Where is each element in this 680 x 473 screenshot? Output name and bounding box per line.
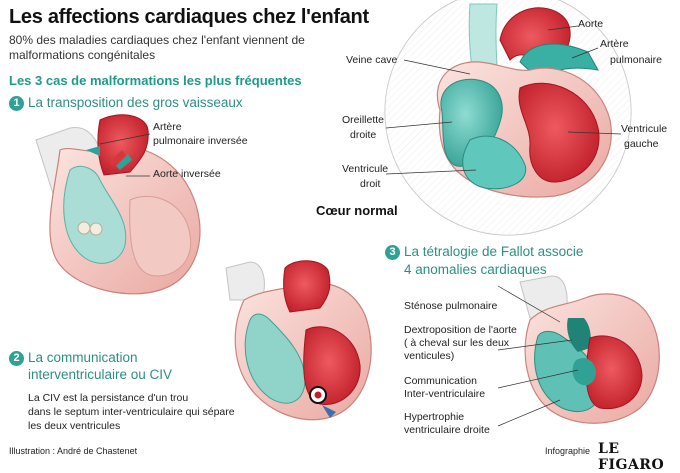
label-hypertrophie-line2: ventriculaire droite bbox=[404, 424, 490, 436]
case2-heart-illustration bbox=[225, 260, 372, 421]
label-communication-line1: Communication bbox=[404, 375, 477, 387]
label-artere-inversee-line2: pulmonaire inversée bbox=[153, 135, 248, 147]
case3-title: 3 La tétralogie de Fallot associe bbox=[385, 244, 583, 260]
case1-title-text: La transposition des gros vaisseaux bbox=[28, 95, 243, 110]
label-dextroposition-line3: venticules) bbox=[404, 350, 455, 362]
case2-number: 2 bbox=[9, 351, 24, 366]
case2-description-line1: La CIV est la persistance d'un trou bbox=[28, 392, 189, 404]
normal-heart-caption: Cœur normal bbox=[316, 203, 398, 218]
case1-number: 1 bbox=[9, 96, 24, 111]
case3-title-line2: 4 anomalies cardiaques bbox=[404, 262, 547, 277]
normal-heart-illustration bbox=[384, 0, 632, 236]
label-aorte-inversee: Aorte inversée bbox=[153, 168, 221, 180]
case2-title-line1: La communication bbox=[28, 350, 138, 365]
case3-title-line1: La tétralogie de Fallot associe bbox=[404, 244, 584, 259]
page-subtitle: 80% des maladies cardiaques chez l'enfan… bbox=[9, 33, 305, 62]
case2-description-line2: dans le septum inter-ventriculaire qui s… bbox=[28, 406, 235, 418]
case3-heart-illustration bbox=[519, 275, 660, 424]
label-ventricule-gauche-line2: gauche bbox=[624, 138, 659, 150]
case2-description-line3: les deux ventricules bbox=[28, 420, 121, 432]
case2-title: 2 La communication bbox=[9, 350, 138, 366]
label-dextroposition-line1: Dextroposition de l'aorte bbox=[404, 324, 517, 336]
label-artere-pulmonaire-line2: pulmonaire bbox=[610, 54, 662, 66]
label-aorte: Aorte bbox=[578, 18, 604, 30]
illustration-credit: Illustration : André de Chastenet bbox=[9, 446, 138, 456]
label-communication-line2: Inter-ventriculaire bbox=[404, 388, 486, 400]
label-oreillette-line2: droite bbox=[350, 129, 377, 141]
section-title: Les 3 cas de malformations les plus fréq… bbox=[9, 73, 302, 88]
label-dextroposition-line2: ( à cheval sur les deux bbox=[404, 337, 510, 349]
case1-heart-illustration bbox=[35, 114, 201, 295]
label-artere-inversee-line1: Artère bbox=[153, 121, 182, 133]
leader-lines bbox=[99, 25, 622, 427]
label-ventricule-droit-line1: Ventricule bbox=[342, 163, 389, 175]
label-ventricule-gauche-line1: Ventricule bbox=[621, 123, 668, 135]
label-ventricule-droit-line2: droit bbox=[360, 178, 381, 190]
page-title: Les affections cardiaques chez l'enfant bbox=[9, 6, 369, 28]
label-stenose-pulmonaire: Sténose pulmonaire bbox=[404, 300, 498, 312]
case1-title: 1 La transposition des gros vaisseaux bbox=[9, 95, 243, 111]
label-veine-cave: Veine cave bbox=[346, 54, 398, 66]
case3-number: 3 bbox=[385, 245, 400, 260]
label-oreillette-line1: Oreillette bbox=[342, 114, 385, 126]
le-figaro-logo: LE FIGARO bbox=[598, 441, 665, 473]
label-hypertrophie-line1: Hypertrophie bbox=[404, 411, 465, 423]
infographie-label: Infographie bbox=[545, 446, 591, 456]
case2-title-line2: interventriculaire ou CIV bbox=[28, 367, 173, 382]
label-artere-pulmonaire-line1: Artère bbox=[600, 38, 629, 50]
